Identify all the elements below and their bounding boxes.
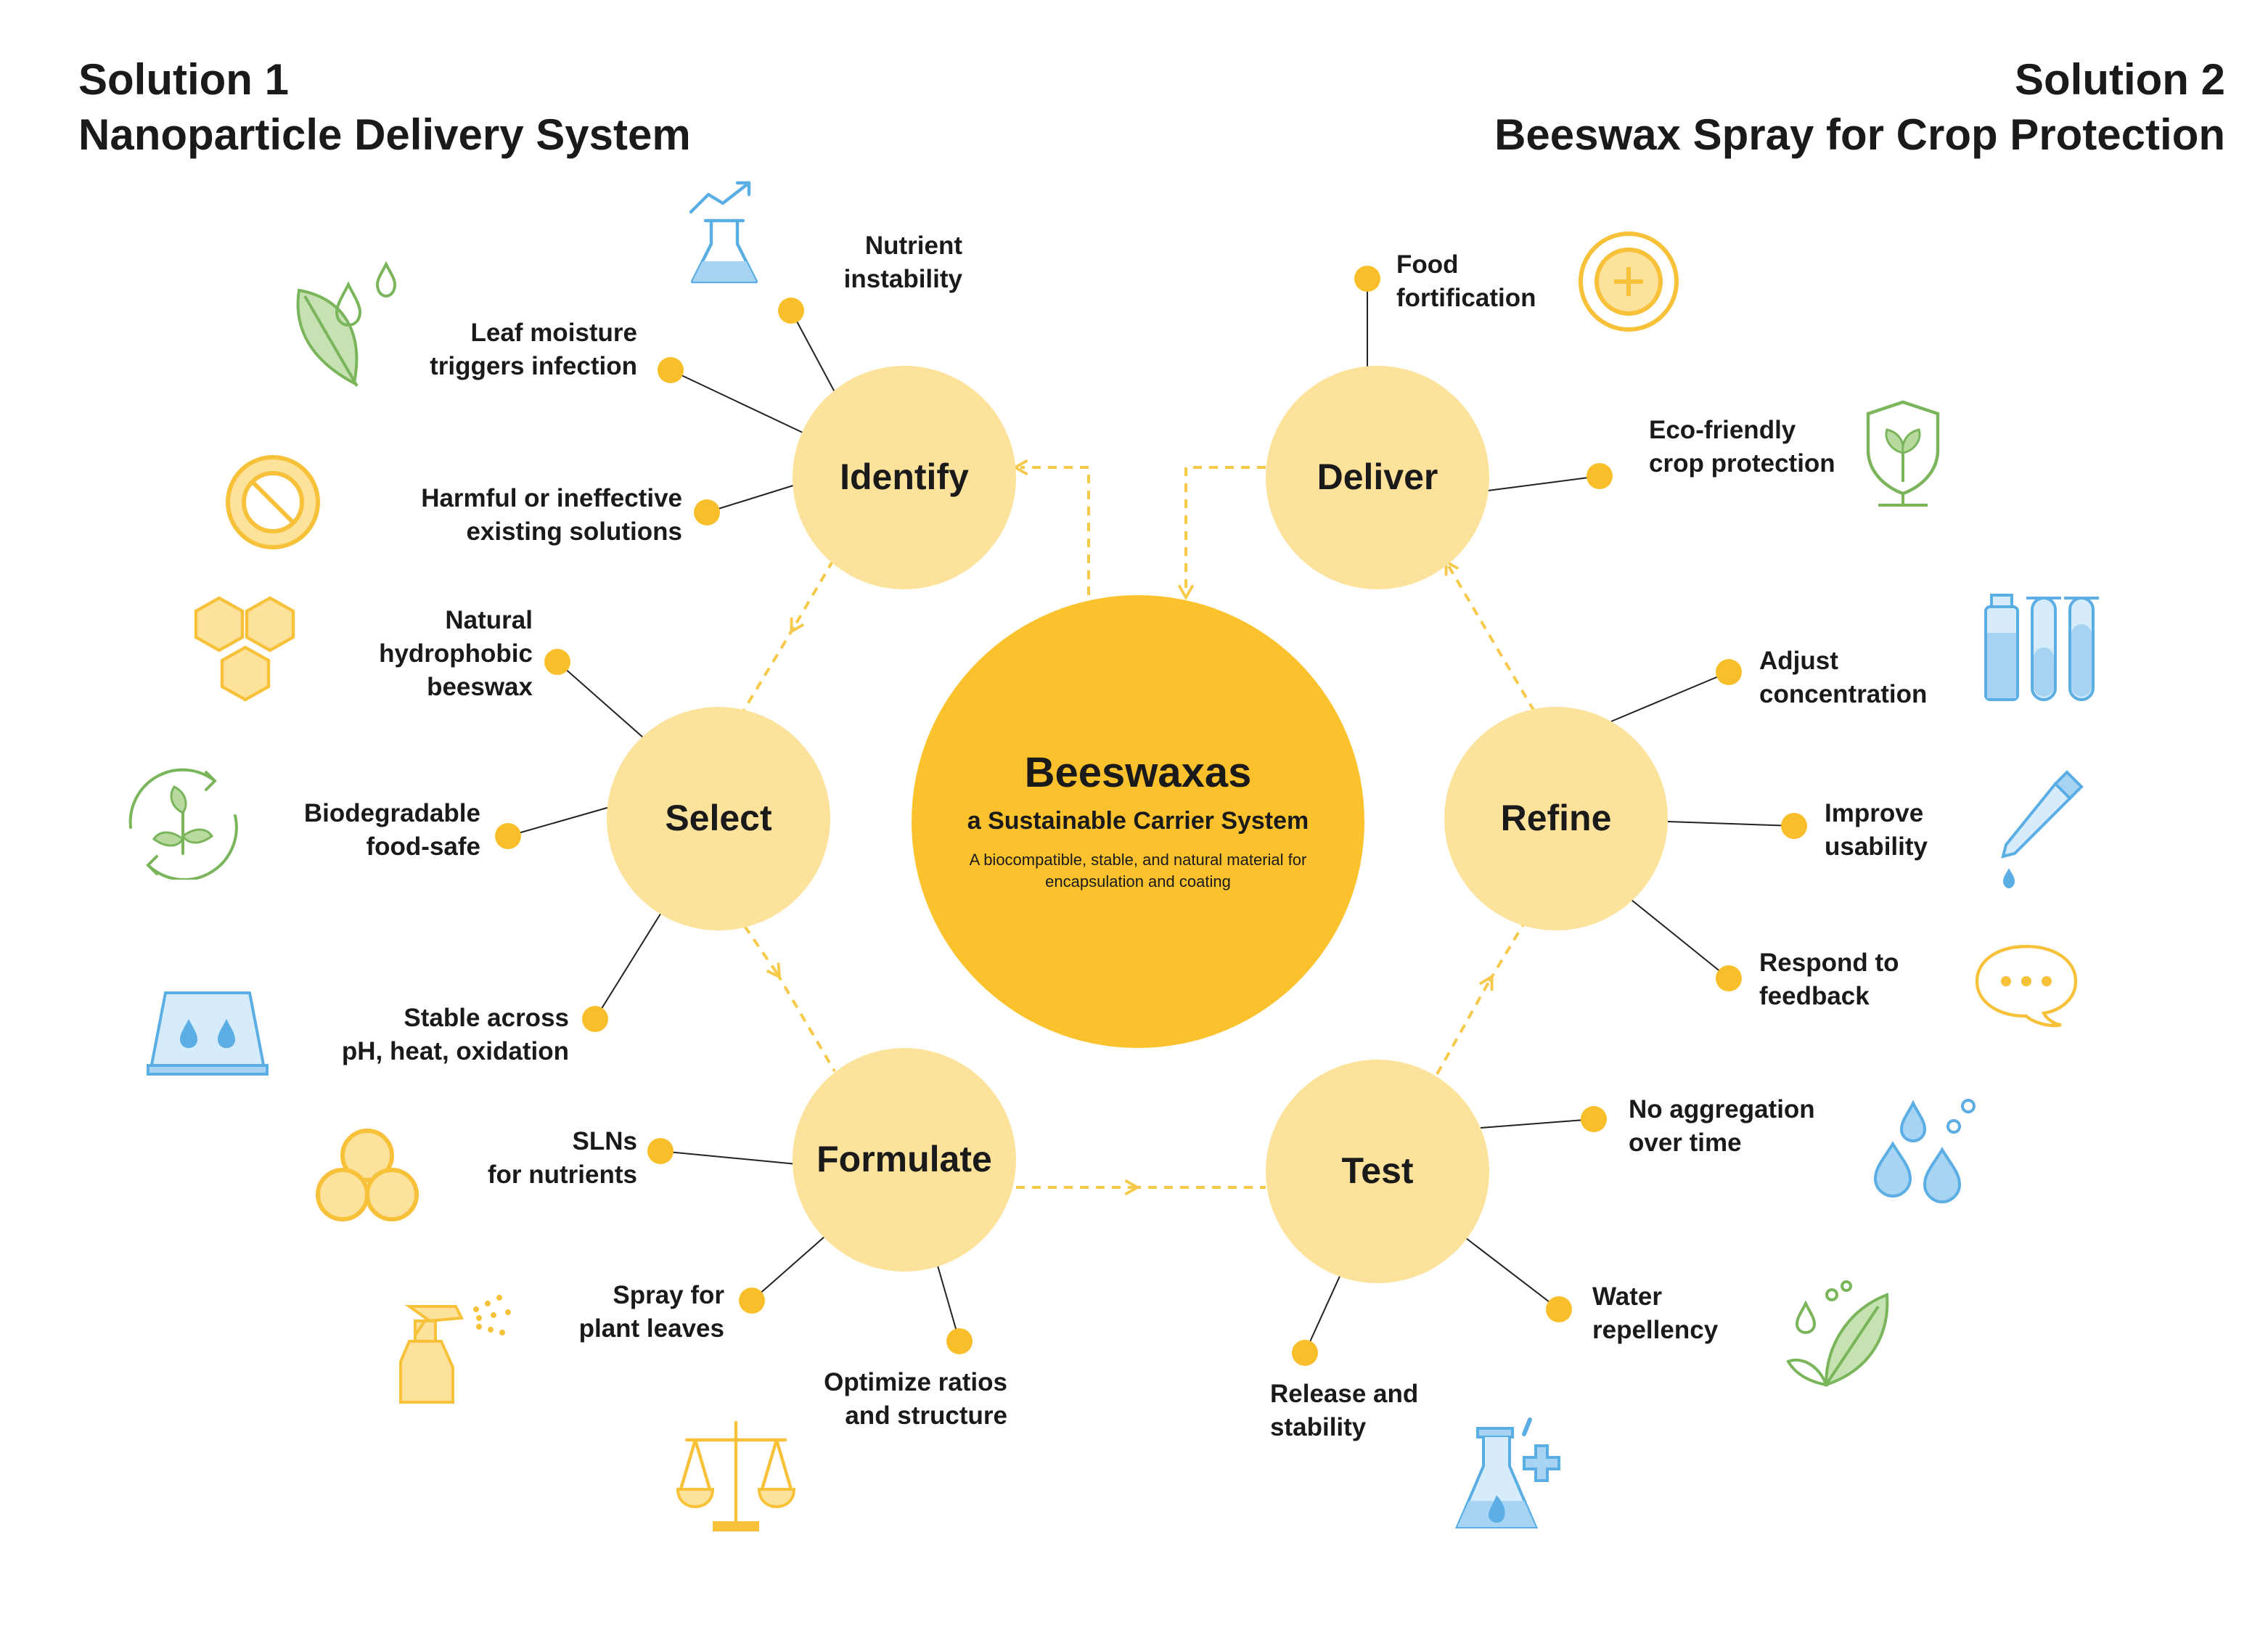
stage-formulate: Formulate [793, 1048, 1016, 1272]
arrow-center-to-identify [1012, 459, 1090, 595]
arrow-identify-to-select-a [790, 559, 835, 634]
chat-bubble-icon [1975, 944, 2078, 1028]
shield-plant-icon [1866, 400, 1940, 507]
label-leaf-moisture: Leaf moisture triggers infection [430, 316, 637, 383]
label-text: Food [1396, 250, 1459, 279]
label-harmful-solutions: Harmful or ineffective existing solution… [421, 482, 682, 549]
solution-2-heading: Solution 2 [2015, 57, 2225, 105]
label-text: concentration [1759, 679, 1928, 708]
stage-identify: Identify [793, 366, 1016, 589]
label-text: crop protection [1649, 449, 1835, 478]
label-text: Leaf moisture [470, 318, 638, 347]
label-text: hydrophobic [379, 639, 533, 668]
label-release-stability: Release and stability [1270, 1378, 1418, 1444]
dropper-icon [2001, 770, 2084, 888]
label-text: usability [1825, 832, 1928, 861]
label-text: triggers infection [430, 351, 637, 380]
label-text: fortification [1396, 283, 1536, 312]
label-text: Optimize ratios [824, 1367, 1007, 1396]
label-text: Stable across [404, 1003, 569, 1032]
stage-refine: Refine [1444, 707, 1668, 930]
arrow-select-to-formulate-b [775, 971, 836, 1073]
label-text: Release and [1270, 1379, 1419, 1408]
label-respond-feedback: Respond to feedback [1759, 946, 1899, 1013]
solution-2-title: Solution 2 Beeswax Spray for Crop Protec… [1494, 54, 2225, 164]
center-desc-line-2: encapsulation and coating [1045, 874, 1231, 891]
plus-circle-icon [1579, 232, 1679, 332]
nanoparticles-icon [316, 1129, 419, 1221]
label-text: repellency [1592, 1315, 1719, 1344]
center-circle: Beeswaxas a Sustainable Carrier System A… [912, 595, 1364, 1048]
solution-1-heading: Solution 1 [78, 57, 289, 105]
flask-chart-icon [689, 181, 758, 284]
label-text: instability [843, 264, 962, 293]
leaf-water-icon [1786, 1280, 1889, 1387]
solution-1-title: Solution 1 Nanoparticle Delivery System [78, 54, 691, 164]
label-text: Eco-friendly [1649, 415, 1796, 444]
arrow-test-to-refine-a [1436, 974, 1494, 1075]
label-improve-usability: Improve usability [1825, 797, 1928, 864]
arrow-identify-to-select-b [742, 626, 795, 713]
balance-scale-icon [676, 1420, 796, 1531]
label-eco-friendly: Eco-friendly crop protection [1649, 414, 1835, 480]
label-text: Spray for [613, 1280, 724, 1309]
label-text: beeswax [427, 672, 533, 701]
label-stable: Stable across pH, heat, oxidation [342, 1002, 569, 1068]
label-text: plant leaves [578, 1314, 724, 1343]
label-text: and structure [845, 1401, 1007, 1430]
arrow-refine-to-deliver [1444, 559, 1536, 713]
label-text: for nutrients [487, 1160, 637, 1189]
recycle-plant-icon [128, 768, 238, 880]
label-text: Respond to [1759, 948, 1899, 977]
label-slns: SLNs for nutrients [488, 1125, 637, 1192]
label-nutrient-instability: Nutrient instability [844, 229, 962, 296]
label-text: Water [1592, 1282, 1662, 1311]
solution-1-name: Nanoparticle Delivery System [78, 112, 691, 160]
arrow-deliver-to-center [1177, 466, 1266, 601]
label-text: SLNs [572, 1126, 637, 1155]
label-text: Harmful or ineffective [421, 483, 682, 512]
center-title: Beeswaxas [1024, 750, 1252, 797]
center-desc-line-1: A biocompatible, stable, and natural mat… [969, 852, 1307, 869]
water-drops-icon [1873, 1099, 1976, 1204]
label-text: over time [1629, 1128, 1742, 1157]
label-food-fortification: Food fortification [1396, 248, 1536, 315]
center-subtitle: a Sustainable Carrier System [967, 807, 1309, 835]
leaf-drops-icon [296, 261, 397, 388]
label-water-repellency: Water repellency [1592, 1280, 1718, 1347]
label-biodegradable: Biodegradable food-safe [304, 797, 480, 864]
label-text: No aggregation [1629, 1094, 1815, 1124]
honeycomb-icon [194, 596, 295, 702]
label-text: Adjust [1759, 646, 1838, 675]
arrow-select-to-formulate-a [743, 925, 782, 980]
flask-heat-icon [1454, 1417, 1560, 1528]
label-text: food-safe [366, 832, 481, 861]
test-tubes-icon [1984, 594, 2099, 701]
arrow-test-to-refine-b [1488, 922, 1526, 983]
label-text: stability [1270, 1412, 1367, 1441]
label-text: Nutrient [864, 231, 962, 260]
spray-bottle-icon [399, 1295, 511, 1404]
label-spray: Spray for plant leaves [579, 1279, 724, 1346]
label-optimize: Optimize ratios and structure [824, 1366, 1007, 1433]
label-text: Improve [1825, 798, 1924, 827]
prohibited-icon [226, 455, 320, 549]
stage-select: Select [607, 707, 830, 930]
solution-2-name: Beeswax Spray for Crop Protection [1494, 112, 2225, 160]
label-natural-hydrophobic: Natural hydrophobic beeswax [379, 604, 533, 704]
label-text: Biodegradable [303, 798, 480, 827]
label-text: existing solutions [466, 517, 682, 546]
label-text: feedback [1759, 981, 1870, 1010]
label-text: Natural [445, 605, 533, 634]
stage-test: Test [1266, 1060, 1489, 1283]
label-text: pH, heat, oxidation [341, 1036, 569, 1065]
center-description: A biocompatible, stable, and natural mat… [928, 851, 1348, 894]
stage-deliver: Deliver [1266, 366, 1489, 589]
label-adjust-concentration: Adjust concentration [1759, 644, 1927, 711]
label-no-aggregation: No aggregation over time [1629, 1093, 1815, 1160]
water-tray-icon [147, 991, 269, 1076]
